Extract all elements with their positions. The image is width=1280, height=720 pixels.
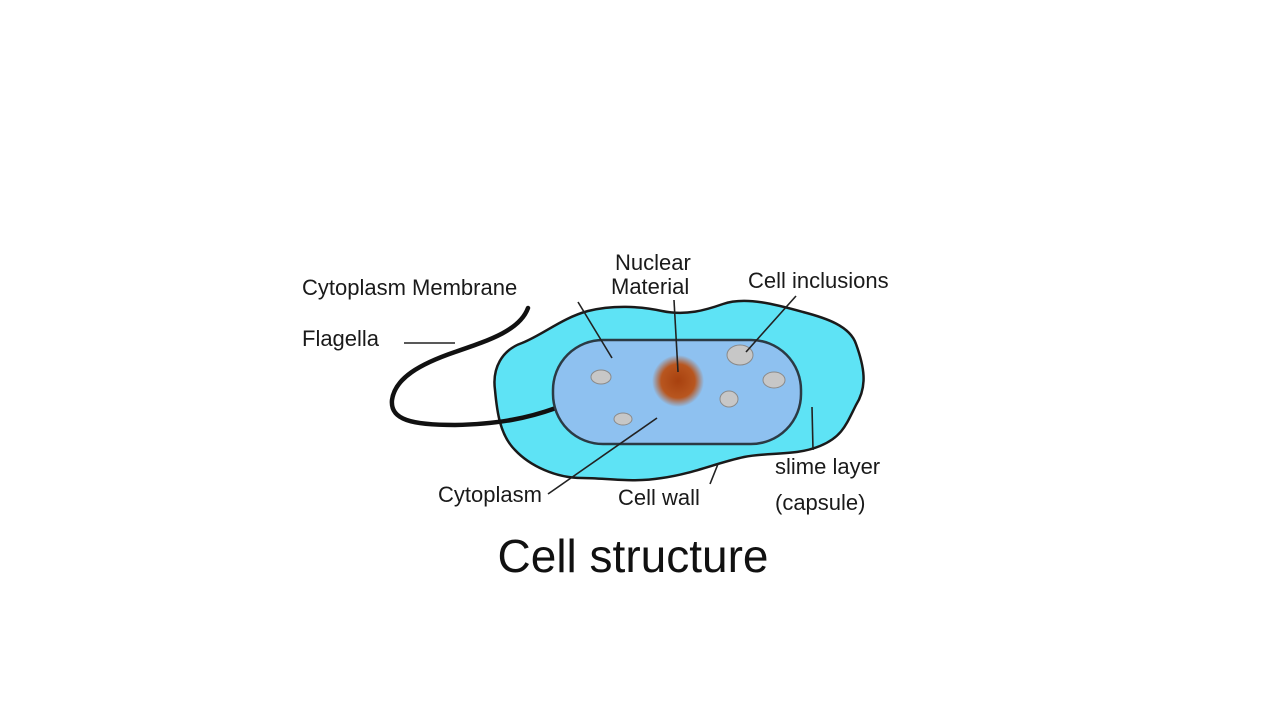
label-cell-inclusions: Cell inclusions xyxy=(748,268,889,293)
label-flagella: Flagella xyxy=(302,326,380,351)
label-capsule: (capsule) xyxy=(775,490,865,515)
label-cytoplasm-membrane: Cytoplasm Membrane xyxy=(302,275,517,300)
leader-cytoplasm-membrane xyxy=(577,301,613,359)
leader-slime-layer xyxy=(811,406,814,451)
label-nuclear-line2: Material xyxy=(611,274,689,299)
inclusion-granule xyxy=(762,371,786,389)
nuclear-material xyxy=(652,355,704,407)
label-cell-wall: Cell wall xyxy=(618,485,700,510)
leader-cell-inclusions xyxy=(745,295,797,353)
label-cytoplasm: Cytoplasm xyxy=(438,482,542,507)
flagellum xyxy=(389,305,559,428)
label-slime-layer: slime layer xyxy=(775,454,880,479)
leader-nuclear-material xyxy=(673,299,679,373)
inclusion-granule xyxy=(590,369,612,385)
inclusion-granule xyxy=(726,344,754,366)
inclusion-granule xyxy=(719,390,739,408)
label-nuclear-line1: Nuclear xyxy=(615,250,691,275)
diagram-title: Cell structure xyxy=(498,530,769,582)
inclusion-granule xyxy=(613,412,633,426)
leader-cytoplasm xyxy=(547,417,658,495)
leader-cell-wall xyxy=(709,463,719,485)
